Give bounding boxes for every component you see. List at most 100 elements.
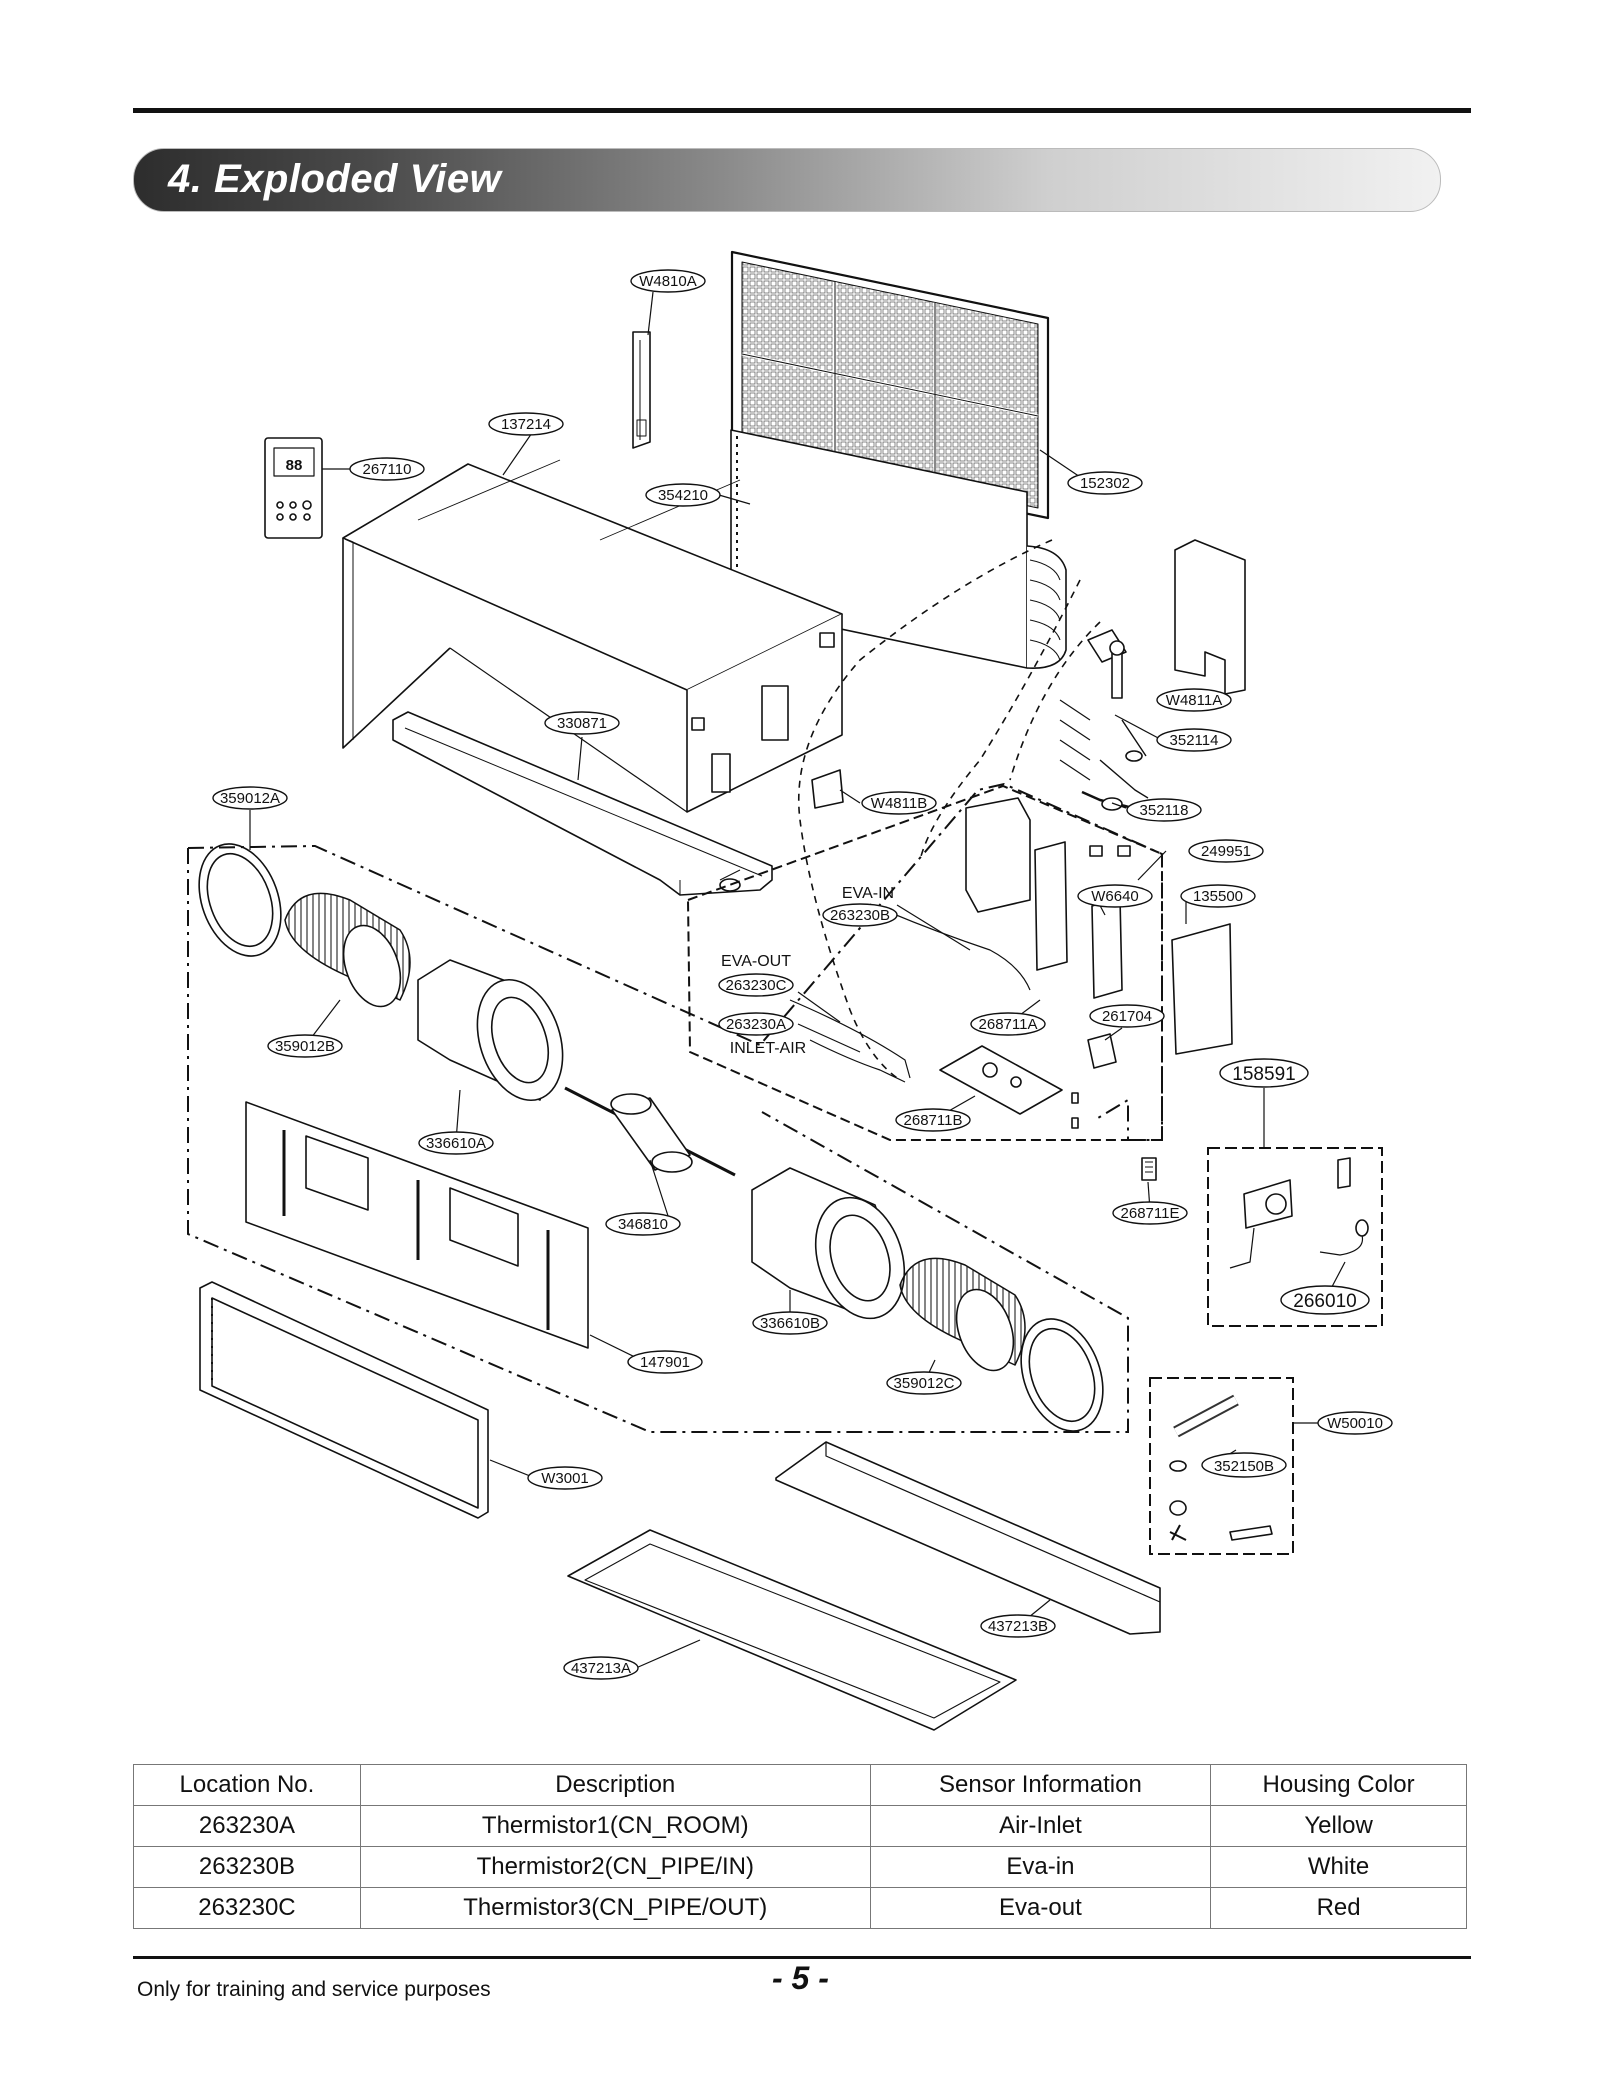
label-w3001: W3001 (541, 1470, 589, 1487)
drain-kit-boundary (1149, 1377, 1294, 1555)
thermistor-wire-eva-out (789, 999, 911, 1079)
callout-354210 (645, 483, 721, 507)
table-cell: Eva-out (869, 1887, 1212, 1929)
callout-346810 (605, 1212, 681, 1236)
label-152302: 152302 (1080, 475, 1130, 492)
callout-437213a (563, 1656, 639, 1680)
fan-housing-a (417, 959, 564, 1102)
label-w4811b: W4811B (871, 795, 927, 812)
table-cell: Air-Inlet (869, 1805, 1212, 1847)
rear-frame-w3001 (199, 1281, 489, 1519)
callout-437213b (980, 1614, 1056, 1638)
label-158591: 158591 (1232, 1064, 1295, 1085)
callout-152302 (1067, 471, 1143, 495)
table-header-location: Location No. (133, 1764, 361, 1806)
bracket-w4811b (811, 769, 844, 809)
callout-263230b (822, 903, 898, 927)
footer-note: Only for training and service purposes (137, 1978, 491, 2001)
label-147901: 147901 (640, 1354, 690, 1371)
label-w4811a: W4811A (1166, 692, 1222, 709)
sensor-kit (1229, 1157, 1369, 1269)
table-header-housing-color: Housing Color (1210, 1764, 1467, 1806)
label-135500: 135500 (1193, 888, 1243, 905)
callout-268711b (895, 1108, 971, 1132)
label-352118: 352118 (1140, 802, 1189, 819)
fan-wheel-b (284, 892, 411, 1008)
drain-pan (392, 711, 773, 896)
callout-352114 (1156, 728, 1232, 752)
fan-housing-b (751, 1167, 906, 1320)
callout-352118 (1126, 798, 1202, 822)
thermistor-wire-eva-in (869, 903, 1031, 991)
fan-orifice-ring-a (198, 843, 282, 957)
exploded-view-diagram: 88 (187, 250, 1393, 1731)
bottom-panel-437213a (567, 1529, 1017, 1731)
label-w6640: W6640 (1091, 888, 1139, 905)
callout-330871 (544, 711, 620, 735)
callout-263230c (718, 973, 794, 997)
label-354210: 354210 (658, 487, 708, 504)
label-268711e: 268711E (1121, 1205, 1180, 1222)
label-266010: 266010 (1293, 1291, 1356, 1312)
table-row: 263230C Thermistor3(CN_PIPE/OUT) Eva-out… (133, 1887, 1467, 1929)
table-cell: Red (1210, 1887, 1467, 1929)
remote-controller: 88 (264, 437, 323, 539)
label-263230a: 263230A (726, 1016, 786, 1033)
label-352114: 352114 (1170, 732, 1219, 749)
label-437213a: 437213A (571, 1660, 631, 1677)
wire-route-pipe (1009, 621, 1101, 781)
callout-w3001 (527, 1466, 603, 1490)
label-336610b: 336610B (760, 1315, 820, 1332)
callout-359012a (212, 786, 288, 810)
table-cell: 263230A (133, 1805, 361, 1847)
callout-267110 (349, 457, 425, 481)
drain-hose-kit (1169, 1394, 1273, 1541)
label-137214: 137214 (501, 416, 551, 433)
table-cell: White (1210, 1846, 1467, 1888)
bottom-panel-437213b (775, 1441, 1161, 1635)
label-261704: 261704 (1102, 1008, 1152, 1025)
pipe-valves (1059, 629, 1149, 812)
side-bracket-w4811a (1174, 539, 1246, 695)
callout-266010 (1280, 1285, 1370, 1315)
control-box-boundary (686, 784, 1163, 1141)
annotation-eva-in: EVA-IN (842, 885, 894, 902)
fan-motor (564, 1086, 736, 1177)
table-header-description: Description (359, 1764, 871, 1806)
table-cell: Thermistor1(CN_ROOM) (359, 1805, 871, 1847)
annotation-eva-out: EVA-OUT (721, 953, 791, 970)
table-cell: Eva-in (869, 1846, 1212, 1888)
callout-137214 (488, 412, 564, 436)
main-cabinet (342, 459, 843, 813)
fan-mounting-plate (245, 1101, 589, 1349)
label-249951: 249951 (1201, 843, 1251, 860)
label-346810: 346810 (618, 1216, 668, 1233)
callout-249951 (1188, 839, 1264, 863)
table-header-row: Location No. Description Sensor Informat… (133, 1764, 1467, 1806)
callout-359012b (267, 1034, 343, 1058)
label-263230b: 263230B (830, 907, 890, 924)
callout-135500 (1180, 884, 1256, 908)
label-359012a: 359012A (220, 790, 280, 807)
callout-147901 (627, 1350, 703, 1374)
callout-w6640 (1077, 884, 1153, 908)
callout-359012c (886, 1371, 962, 1395)
callout-336610a (418, 1131, 494, 1155)
callout-268711e (1112, 1201, 1188, 1225)
table-cell: 263230B (133, 1846, 361, 1888)
sensor-kit-boundary (1207, 1147, 1383, 1327)
page-number: - 5 - (772, 1960, 829, 1996)
side-bracket-w4810a (632, 331, 651, 449)
fan-wheel-c (899, 1257, 1026, 1372)
table-cell: Thermistor3(CN_PIPE/OUT) (359, 1887, 871, 1929)
label-352150b: 352150B (1214, 1458, 1274, 1475)
sensor-268711e (1141, 1157, 1157, 1181)
table-cell: 263230C (133, 1887, 361, 1929)
label-268711b: 268711B (904, 1112, 963, 1129)
section-title: 4. Exploded View (168, 157, 502, 201)
callout-w4811a (1156, 688, 1232, 712)
callout-w4810a (630, 269, 706, 293)
callout-268711a (970, 1012, 1046, 1036)
wire-route-lower (919, 579, 1081, 861)
table-row: 263230A Thermistor1(CN_ROOM) Air-Inlet Y… (133, 1805, 1467, 1847)
